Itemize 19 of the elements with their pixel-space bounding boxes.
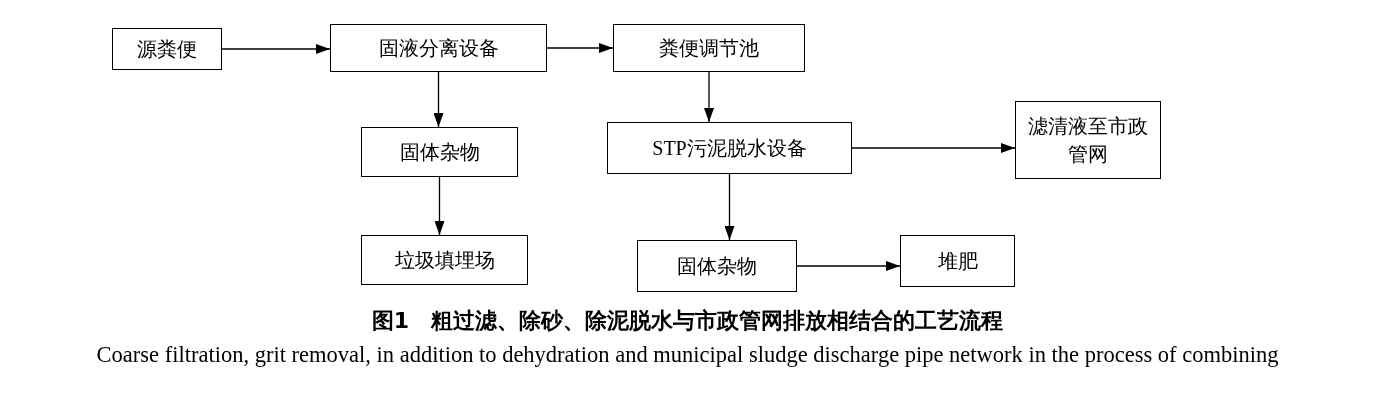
- process-box: 垃圾填埋场: [361, 235, 528, 285]
- figure-caption: 图1 粗过滤、除砂、除泥脱水与市政管网排放相结合的工艺流程: [370, 307, 1005, 335]
- arrow: [546, 43, 614, 53]
- arrow: [796, 261, 901, 271]
- arrow: [704, 71, 714, 123]
- caption-translation: Coarse filtration, grit removal, in addition to dehydration and municipal sludge discharge pipe network in the process of combining: [95, 341, 1280, 369]
- arrow: [221, 44, 331, 54]
- process-box: 粪便调节池: [613, 24, 805, 72]
- arrow: [433, 71, 444, 128]
- process-box: 固体杂物: [361, 127, 518, 177]
- process-box: 固液分离设备: [330, 24, 547, 72]
- arrow: [851, 143, 1016, 153]
- arrow: [724, 173, 735, 241]
- process-box: 固体杂物: [637, 240, 797, 292]
- process-box: STP污泥脱水设备: [607, 122, 852, 174]
- arrow: [434, 176, 445, 236]
- process-box: 滤清液至市政管网: [1015, 101, 1161, 179]
- process-box: 堆肥: [900, 235, 1015, 287]
- process-box: 源粪便: [112, 28, 222, 70]
